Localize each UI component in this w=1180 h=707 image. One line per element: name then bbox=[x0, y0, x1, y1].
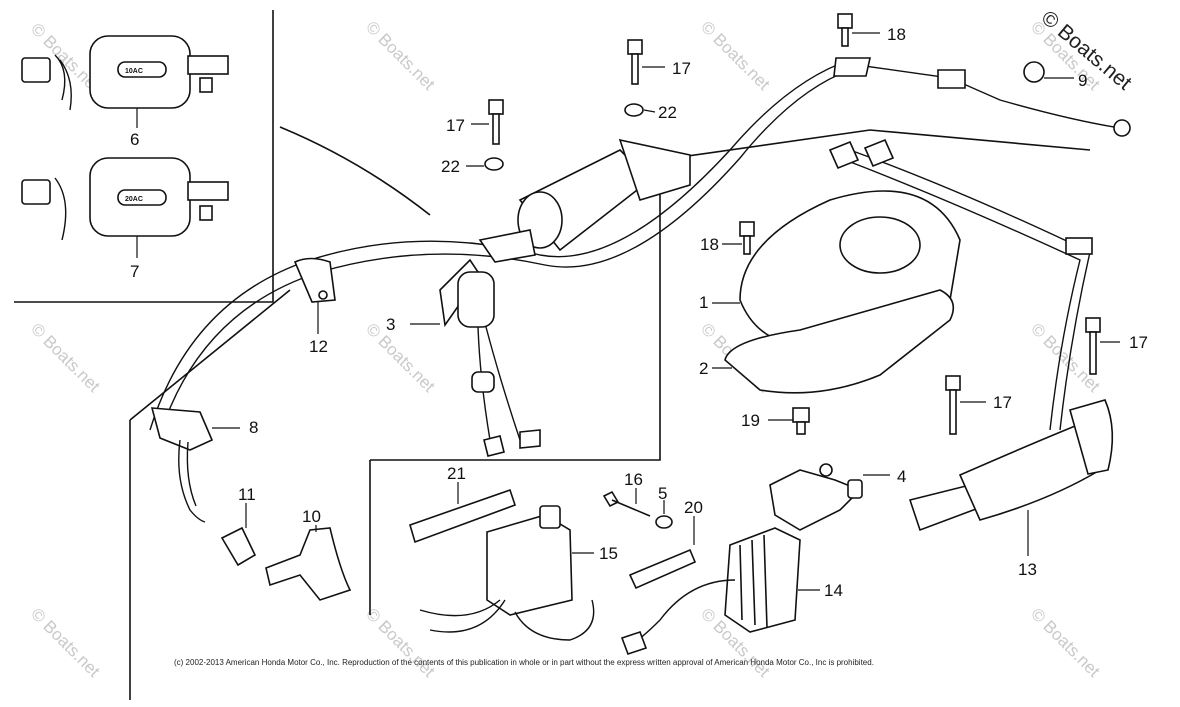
wire-connector bbox=[937, 69, 966, 89]
ignition-coil-10ac: 10AC bbox=[21, 35, 229, 111]
terminal-connector bbox=[828, 140, 860, 170]
flange-bolt bbox=[792, 407, 810, 435]
rubber-grommet bbox=[1023, 61, 1045, 83]
leader-line bbox=[643, 109, 656, 113]
cover-gasket bbox=[724, 289, 955, 394]
callout-19: 19 bbox=[741, 411, 760, 430]
coil-label-10ac: 10AC bbox=[125, 68, 143, 75]
pulser-generator bbox=[908, 399, 1114, 532]
voltage-regulator bbox=[419, 505, 595, 641]
callout-14: 14 bbox=[824, 581, 843, 600]
watermark: © Boats.net bbox=[697, 17, 774, 94]
callout-6: 6 bbox=[130, 130, 139, 149]
ring-terminal bbox=[1113, 119, 1131, 137]
section-line bbox=[129, 289, 291, 421]
callout-18a: 18 bbox=[887, 25, 906, 44]
callout-12: 12 bbox=[309, 337, 328, 356]
callout-3: 3 bbox=[386, 315, 395, 334]
callout-7: 7 bbox=[130, 262, 139, 281]
callout-13: 13 bbox=[1018, 560, 1037, 579]
mounting-bracket bbox=[409, 488, 517, 544]
wire-clamp bbox=[833, 57, 871, 77]
watermark: © Boats.net bbox=[362, 604, 439, 681]
callout-16: 16 bbox=[624, 470, 643, 489]
callout-21: 21 bbox=[447, 464, 466, 483]
callout-1: 1 bbox=[699, 293, 708, 312]
watermark: © Boats.net bbox=[362, 319, 439, 396]
contact-breaker bbox=[769, 463, 863, 531]
callout-8: 8 bbox=[249, 418, 258, 437]
high-tension-lead bbox=[186, 441, 197, 507]
callout-4: 4 bbox=[897, 467, 906, 486]
terminal-connector bbox=[863, 138, 895, 168]
pulser-wire bbox=[839, 157, 1081, 431]
rectifier bbox=[620, 527, 801, 656]
callout-2: 2 bbox=[699, 359, 708, 378]
flange-bolt-shank bbox=[611, 499, 651, 517]
watermark: © Boats.net bbox=[362, 17, 439, 94]
spark-plug-cap bbox=[265, 527, 352, 601]
washer bbox=[624, 103, 644, 117]
callout-11: 11 bbox=[238, 485, 256, 504]
callout-18b: 18 bbox=[700, 235, 719, 254]
watermark: © Boats.net bbox=[1027, 604, 1104, 681]
ignition-coil-main bbox=[478, 138, 691, 263]
washer bbox=[484, 157, 504, 171]
flange-bolt bbox=[488, 99, 504, 145]
flange-bolt bbox=[602, 490, 620, 508]
watermark: © Boats.net bbox=[27, 604, 104, 681]
watermark: © Boats.net bbox=[27, 319, 104, 396]
callout-17c: 17 bbox=[1129, 333, 1148, 352]
high-tension-lead bbox=[178, 439, 206, 523]
callout-20: 20 bbox=[684, 498, 703, 517]
callout-22b: 22 bbox=[441, 157, 460, 176]
clamp-bolt-hole bbox=[318, 290, 328, 300]
ground-wire bbox=[849, 63, 1121, 129]
wire-clamp bbox=[1065, 237, 1093, 255]
callout-22a: 22 bbox=[658, 103, 677, 122]
wiring-harness bbox=[159, 69, 851, 436]
mounting-bracket bbox=[628, 548, 697, 590]
collar bbox=[655, 515, 673, 529]
flange-bolt bbox=[627, 39, 643, 85]
callout-9: 9 bbox=[1078, 71, 1087, 90]
flange-bolt bbox=[739, 221, 755, 255]
condenser bbox=[439, 258, 541, 457]
flange-bolt bbox=[945, 375, 961, 435]
inset-frame bbox=[14, 10, 274, 303]
harness-clamp bbox=[293, 257, 336, 303]
section-line bbox=[279, 126, 431, 216]
spark-plug-cap-seal bbox=[220, 526, 257, 567]
callout-17b: 17 bbox=[446, 116, 465, 135]
flange-bolt bbox=[837, 13, 853, 47]
callout-15: 15 bbox=[599, 544, 618, 563]
copyright-notice: (c) 2002-2013 American Honda Motor Co., … bbox=[174, 658, 874, 667]
coil-label-20ac: 20AC bbox=[125, 196, 143, 203]
callout-17a: 17 bbox=[672, 59, 691, 78]
ignition-coil-20ac: 20AC bbox=[21, 157, 229, 241]
callout-10: 10 bbox=[302, 507, 321, 526]
callout-17d: 17 bbox=[993, 393, 1012, 412]
callout-5: 5 bbox=[658, 484, 667, 503]
grommet bbox=[150, 407, 214, 451]
flange-bolt bbox=[1085, 317, 1101, 375]
